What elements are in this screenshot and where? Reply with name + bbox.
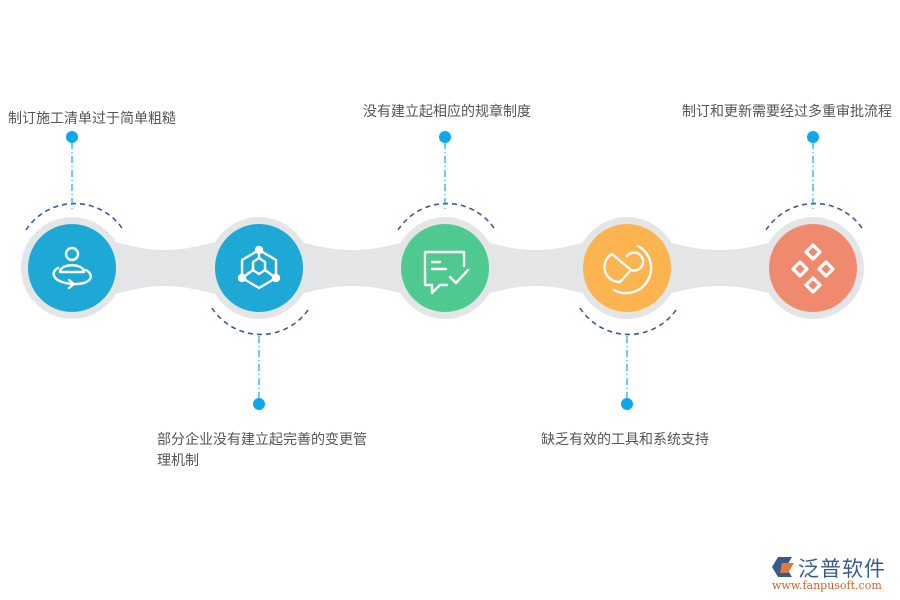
message-check-icon <box>423 250 470 295</box>
step-5-circle <box>769 224 857 312</box>
four-diamonds-icon <box>791 243 835 294</box>
pin-4 <box>621 398 633 410</box>
logo-mark-icon <box>772 557 794 577</box>
cube-network-icon <box>237 245 281 290</box>
step-3-label: 没有建立起相应的规章制度 <box>363 104 531 120</box>
step-2-circle <box>215 224 303 312</box>
step-1-label: 制订施工清单过于简单粗糙 <box>8 111 176 127</box>
pie-arc-icon <box>603 244 653 295</box>
fanpusoft-logo: 泛普软件 www.fanpusoft.com <box>770 553 895 597</box>
logo-url: www.fanpusoft.com <box>772 579 882 592</box>
person-rotate-icon <box>52 246 92 290</box>
pins <box>66 131 819 410</box>
step-1-circle <box>28 224 116 312</box>
pin-2 <box>253 398 265 410</box>
logo-brand: 泛普软件 <box>798 557 886 581</box>
pin-1 <box>66 131 78 143</box>
pin-3 <box>439 131 451 143</box>
step-5-label: 制订和更新需要经过多重审批流程 <box>682 104 892 120</box>
leader-lines <box>71 142 814 400</box>
step-2-label: 部分企业没有建立起完善的变更管理机制 <box>157 432 367 469</box>
pin-5 <box>807 131 819 143</box>
step-4-label: 缺乏有效的工具和系统支持 <box>541 432 709 448</box>
